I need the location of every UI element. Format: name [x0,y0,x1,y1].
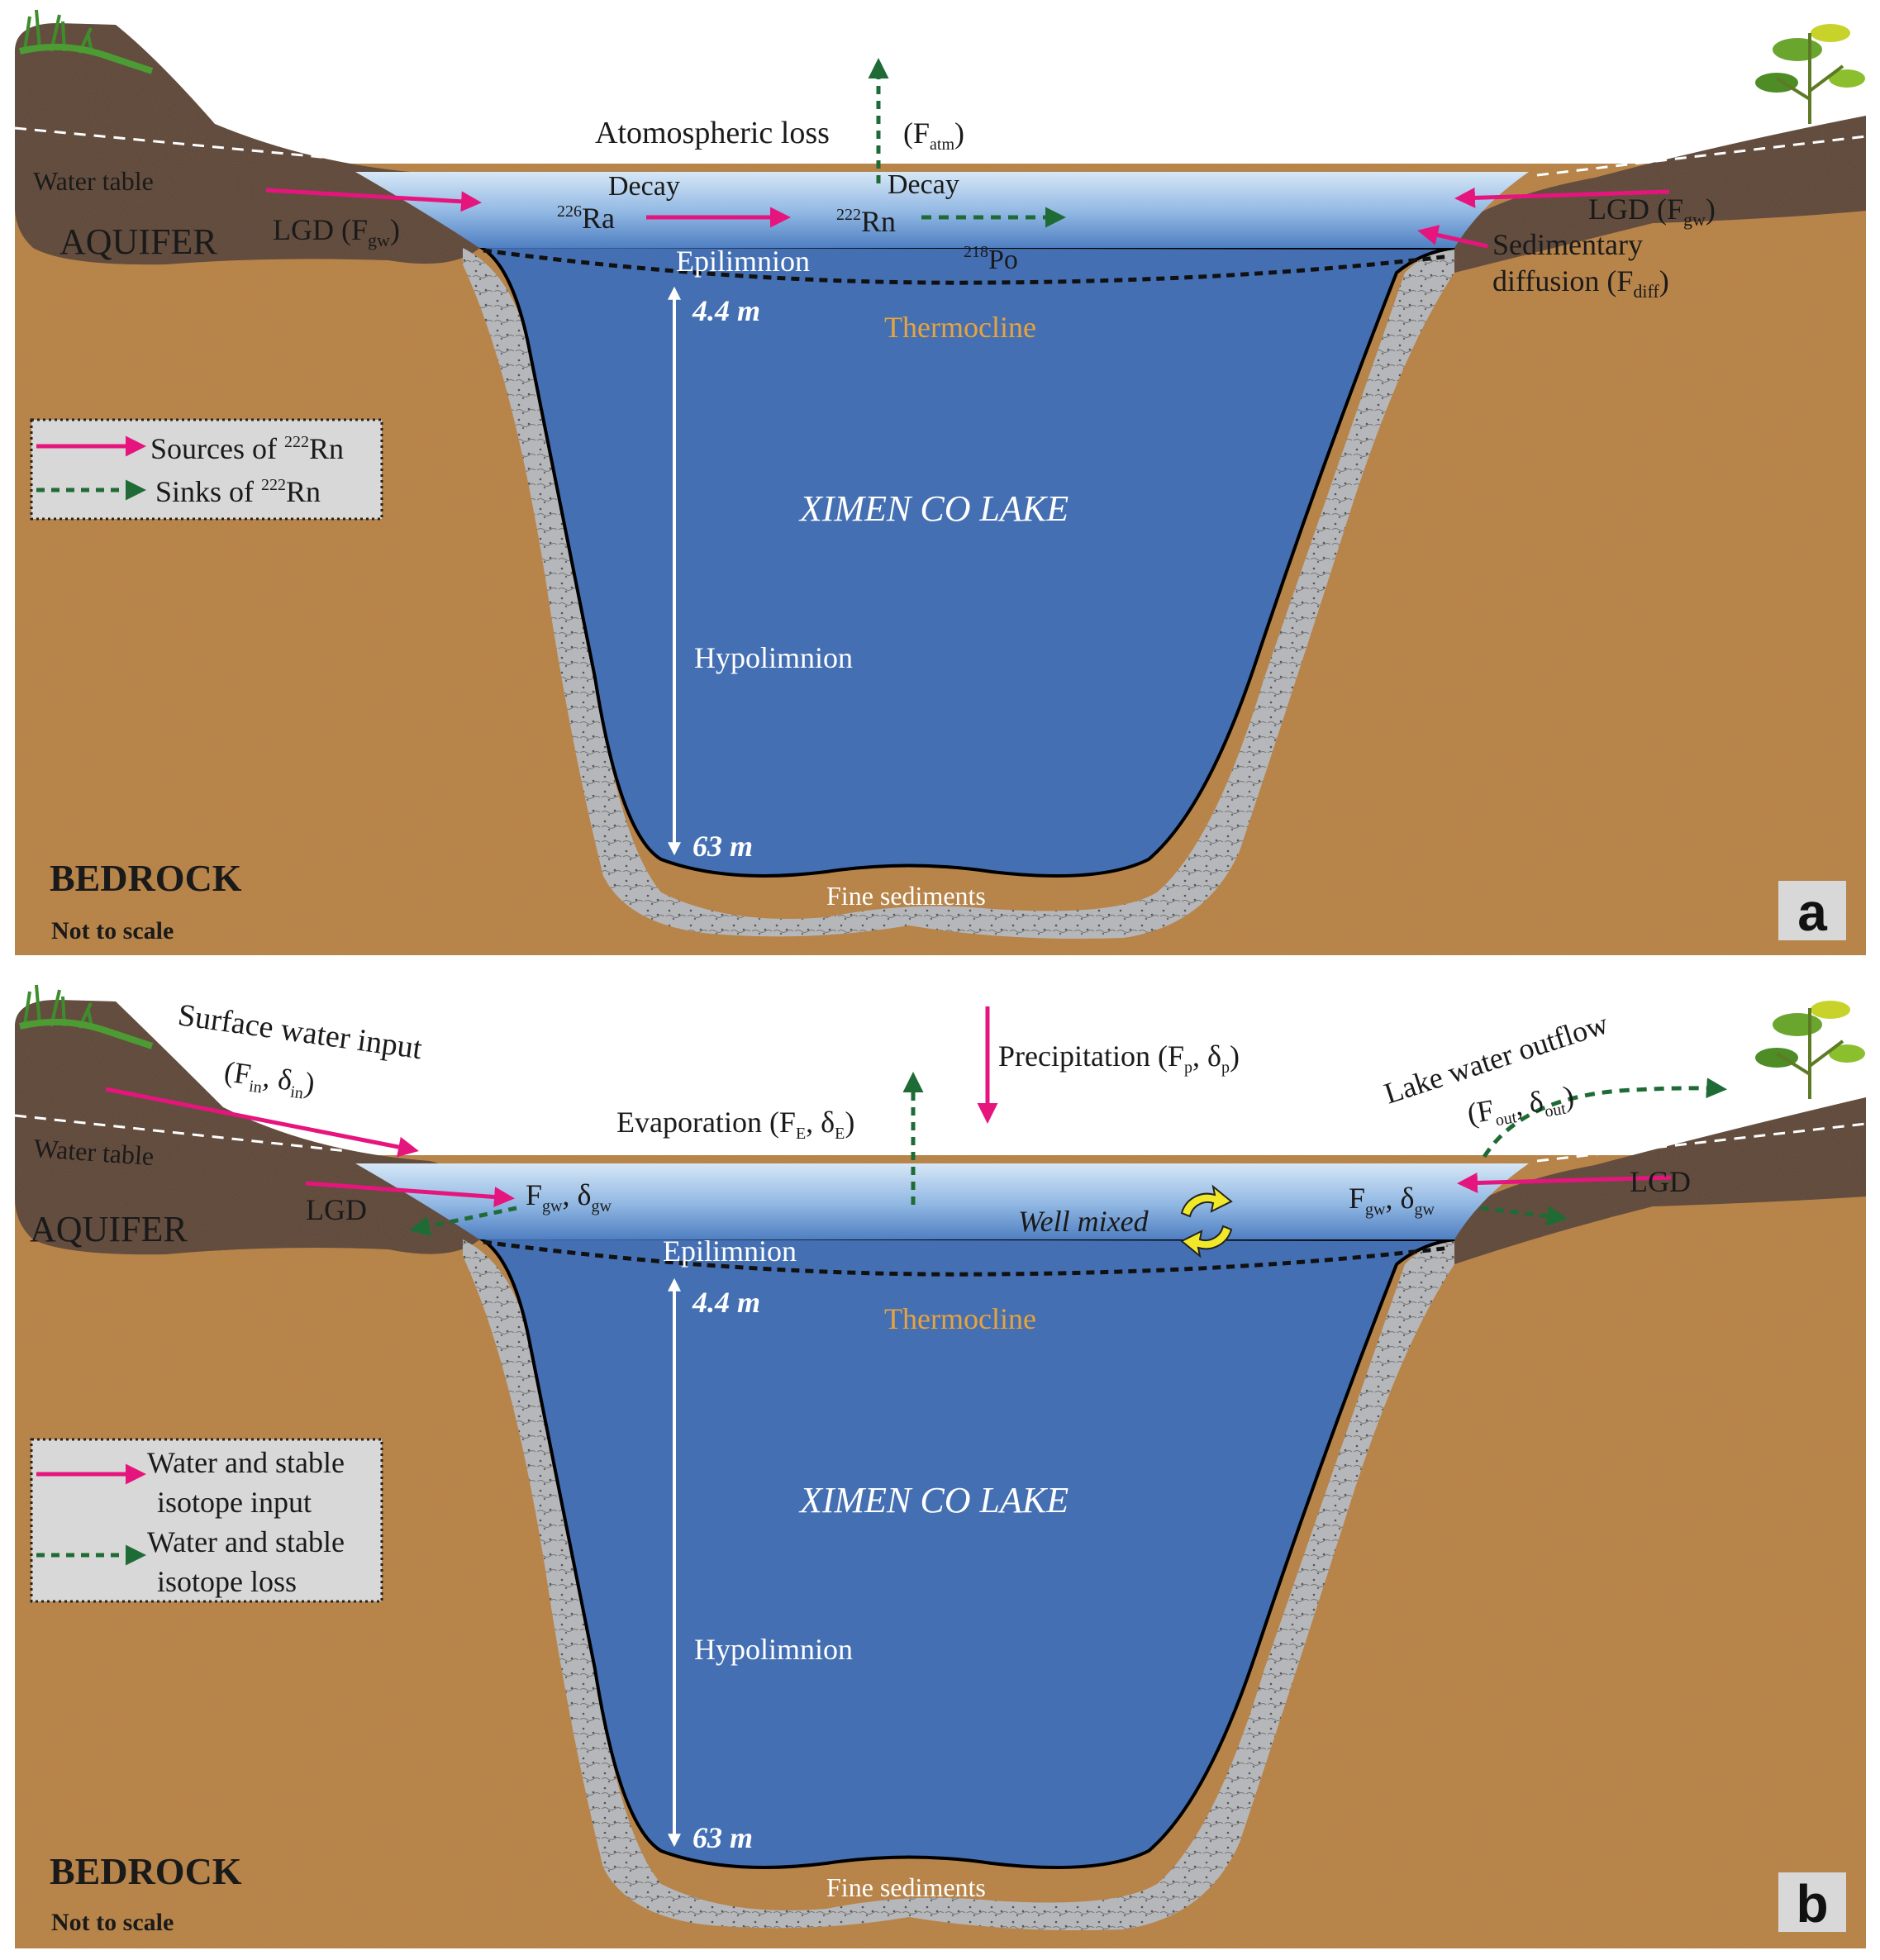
fine-sediments-label-b: Fine sediments [826,1872,986,1902]
ra226-label: 226Ra [557,202,615,235]
lgd-right-arrow-b [1457,1172,1672,1193]
sed-diffusion-arrow [1417,225,1488,249]
lgd-left-arrow [265,188,482,212]
atm-loss-label: Atomospheric loss [595,116,830,150]
outflow-arrow [1482,1078,1727,1158]
grass-icon [19,984,154,1049]
water-table-line-right [1536,135,1867,177]
legend-input-label-1: Water and stable [147,1446,345,1479]
legend-loss-label-2: isotope loss [157,1565,297,1598]
well-mixed-label: Well mixed [1018,1205,1149,1238]
water-table-label: Water table [33,166,154,196]
aquifer-label: AQUIFER [59,221,217,262]
lake-epilimnion-b [355,1163,1529,1239]
surface-input-label-2: (Fin, δin) [221,1054,317,1104]
panel-b-label-box [1778,1872,1846,1932]
lgd-left-arrow-b [305,1181,515,1208]
sky-b [15,963,1866,1155]
water-table-line-left [14,126,348,161]
bedrock-label-b: BEDROCK [50,1850,242,1892]
thermocline-line [483,248,1451,285]
depth-top-label-b: 4.4 m [692,1286,760,1319]
panel-a-label: a [1797,882,1827,942]
legend-loss-label-1: Water and stable [147,1525,345,1558]
aquifer-label-b: AQUIFER [30,1209,188,1249]
fgw-right-label: Fgw, δgw [1349,1182,1435,1219]
lake-name-label: XIMEN CO LAKE [798,488,1069,529]
hypolimnion-label: Hypolimnion [694,641,853,674]
gw-loss-left-arrow [409,1206,517,1237]
sky [15,0,1866,164]
decay-label-1: Decay [608,171,680,202]
depth-top-label: 4.4 m [692,294,760,327]
water-table-line-right-b [1536,1122,1867,1163]
left-aquifer-b [15,1000,489,1255]
evaporation-label: Evaporation (FE, δE) [616,1106,854,1143]
atm-flux-label: (Fatm) [903,117,964,154]
lake-name-label-b: XIMEN CO LAKE [798,1480,1069,1520]
precipitation-label: Precipitation (Fp, δp) [998,1039,1240,1077]
lake-hypolimnion-b [478,1236,1455,1869]
right-aquifer-b [1438,1097,1866,1264]
lgd-left-label-b: LGD [306,1193,367,1226]
fine-sediments-label: Fine sediments [826,881,986,911]
thermocline-label: Thermocline [884,311,1036,344]
hypolimnion-label-b: Hypolimnion [694,1633,853,1666]
panel-a: Water table AQUIFER LGD (Fgw) Atomospher… [14,0,1867,955]
sed-diffusion-label-2: diffusion (Fdiff) [1492,264,1669,302]
legend-sources-label: Sources of 222Rn [150,432,344,465]
lgd-left-label: LGD (Fgw) [273,213,400,250]
rn222-label: 222Rn [836,205,896,238]
grass-icon [19,9,154,74]
not-to-scale-label-b: Not to scale [51,1909,174,1936]
bedrock-label: BEDROCK [50,857,242,899]
plant-icon [1755,24,1865,124]
legend-sinks-label: Sinks of 222Rn [155,475,321,508]
surface-input-arrow [105,1087,419,1158]
water-table-line-left-b [14,1114,348,1153]
legend-b: Water and stable isotope input Water and… [30,1438,383,1603]
lgd-right-arrow [1454,187,1670,208]
epilimnion-label-b: Epilimnion [663,1235,797,1268]
decay-label-2: Decay [888,169,959,200]
legend-a-box [30,418,383,521]
lake-hypolimnion [478,245,1455,878]
not-to-scale-label: Not to scale [51,917,174,944]
lgd-right-label-b: LGD [1630,1165,1691,1198]
fgw-left-label: Fgw, δgw [526,1178,612,1215]
legend-b-box [30,1438,383,1603]
thermocline-line-b [483,1239,1451,1277]
po218-label: 218Po [964,243,1018,275]
left-aquifer [15,23,489,265]
plant-icon [1755,1001,1865,1099]
epilimnion-label: Epilimnion [676,245,810,278]
sed-diffusion-label-1: Sedimentary [1492,228,1643,261]
depth-bottom-label: 63 m [693,830,753,863]
cycle-icon [1180,1184,1233,1258]
lake-epilimnion [355,172,1529,248]
lgd-right-label: LGD (Fgw) [1588,193,1716,230]
panel-a-label-box [1778,881,1846,940]
thermocline-label-b: Thermocline [884,1302,1036,1335]
depth-bottom-label-b: 63 m [693,1821,753,1854]
legend-input-label-2: isotope input [157,1486,312,1519]
panel-b-label: b [1796,1874,1828,1934]
panel-b: Water table AQUIFER LGD Surface water in… [14,963,1867,1948]
legend-a: Sources of 222Rn Sinks of 222Rn [30,418,383,521]
